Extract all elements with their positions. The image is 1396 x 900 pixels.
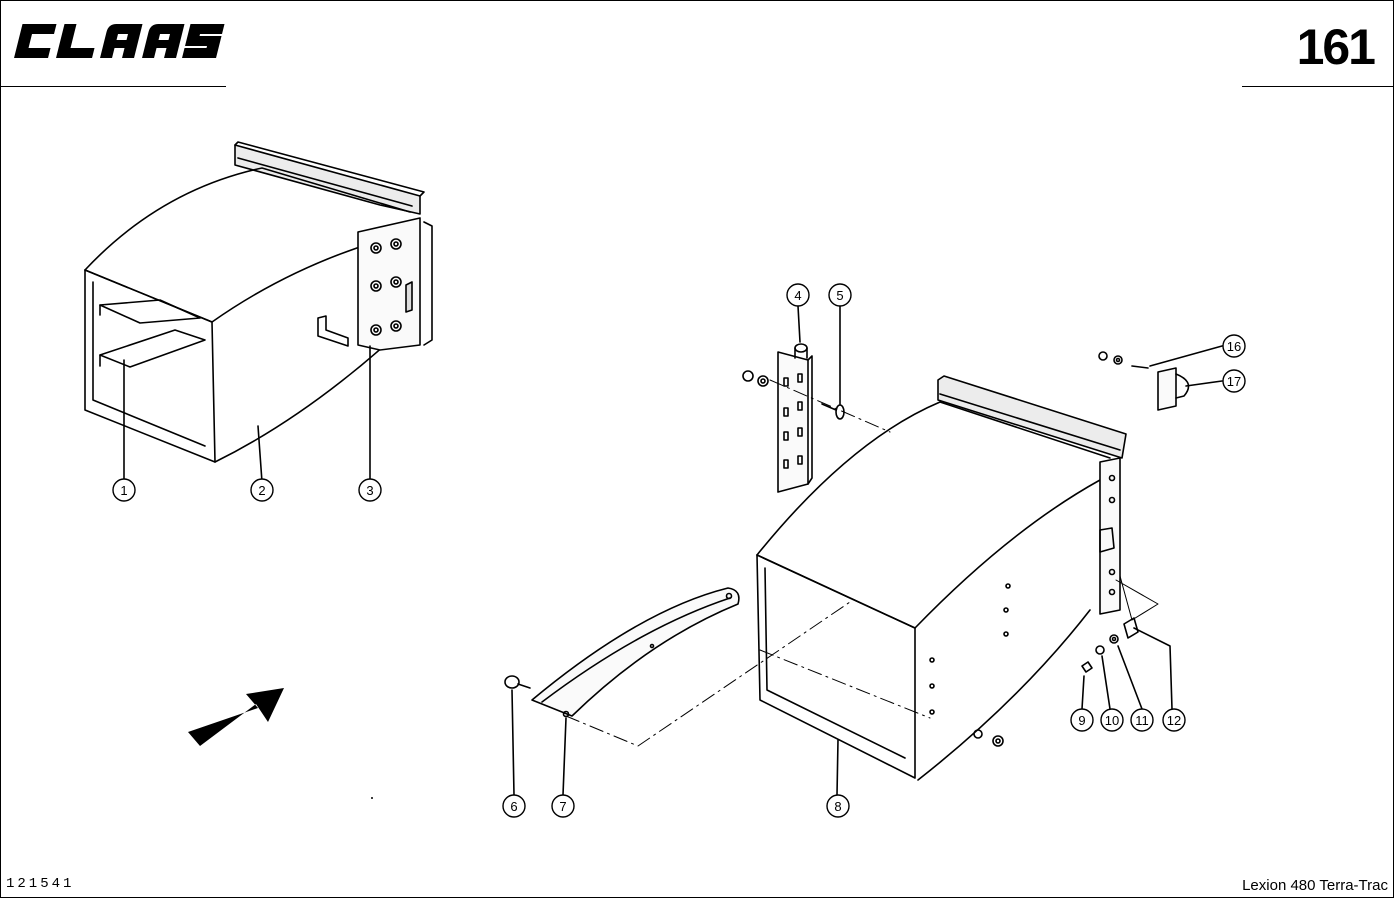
callout-label-9: 9 (1078, 713, 1085, 728)
header-rule-right (1242, 86, 1394, 87)
callout-8 (826, 794, 850, 818)
callout-6 (502, 794, 526, 818)
mounting-plate-part-4 (777, 343, 813, 493)
callout-label-8: 8 (834, 799, 841, 814)
callout-label-1: 1 (120, 483, 127, 498)
callout-7 (551, 794, 575, 818)
nut (742, 370, 754, 382)
bolt-part-6 (504, 675, 531, 689)
washer (757, 375, 769, 387)
callout-label-4: 4 (794, 288, 801, 303)
callout-label-2: 2 (258, 483, 265, 498)
callout-5 (828, 283, 852, 307)
callout-10 (1100, 708, 1124, 732)
callout-label-6: 6 (510, 799, 517, 814)
bolt-part-5 (821, 403, 845, 420)
callout-label-17: 17 (1227, 374, 1241, 389)
callout-12 (1162, 708, 1186, 732)
callout-label-3: 3 (366, 483, 373, 498)
right-housing-part-8 (756, 375, 1127, 781)
curved-strip-part-7 (531, 587, 740, 718)
callout-2 (250, 478, 274, 502)
callout-label-7: 7 (559, 799, 566, 814)
header-rule-left (0, 86, 226, 87)
callout-label-12: 12 (1167, 713, 1181, 728)
callout-3 (358, 478, 382, 502)
model-name: Lexion 480 Terra-Trac (1242, 877, 1388, 894)
callout-17 (1222, 369, 1246, 393)
left-assembled-housing (84, 141, 433, 463)
callout-label-16: 16 (1227, 339, 1241, 354)
callout-16 (1222, 334, 1246, 358)
callout-4 (786, 283, 810, 307)
direction-arrow-icon (188, 688, 284, 746)
callout-1 (112, 478, 136, 502)
document-number: 121541 (6, 876, 75, 892)
callout-label-10: 10 (1105, 713, 1119, 728)
callout-label-5: 5 (836, 288, 843, 303)
callout-label-11: 11 (1135, 713, 1149, 728)
page-number: 161 (1296, 19, 1376, 75)
claas-logo (14, 24, 225, 58)
callout-11 (1130, 708, 1154, 732)
callout-9 (1070, 708, 1094, 732)
